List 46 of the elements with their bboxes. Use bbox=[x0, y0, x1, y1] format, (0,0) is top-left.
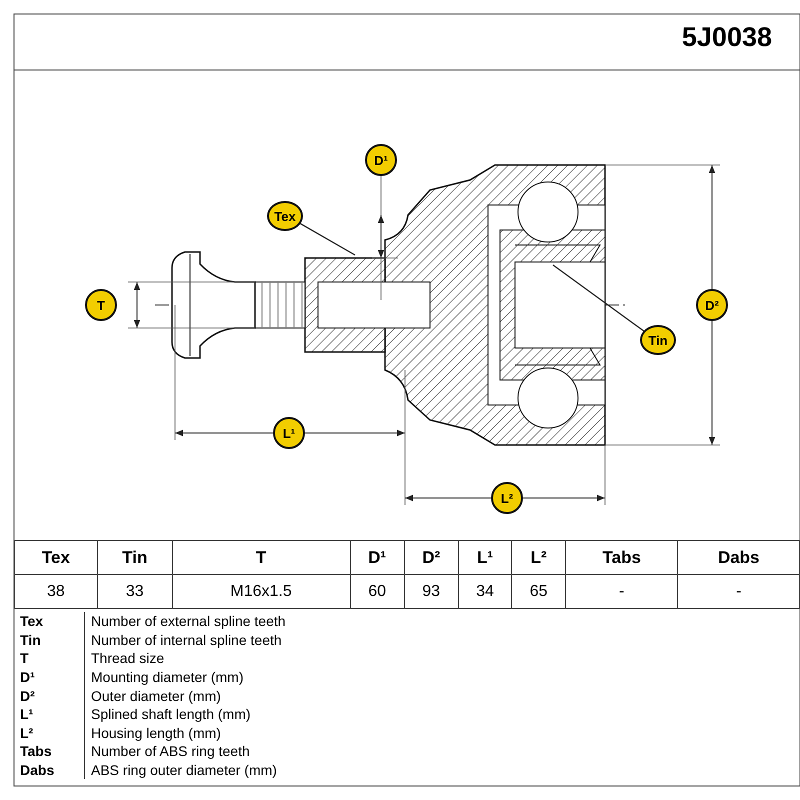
key-term: D² bbox=[14, 686, 84, 705]
key-description: ABS ring outer diameter (mm) bbox=[84, 760, 800, 780]
table-value: 38 bbox=[14, 574, 98, 608]
key-term: L² bbox=[14, 724, 84, 742]
key-description: Mounting diameter (mm) bbox=[84, 668, 800, 686]
dimension-label: L¹ bbox=[273, 417, 305, 449]
key-term: Dabs bbox=[14, 760, 84, 780]
table-header: L² bbox=[512, 540, 566, 574]
key-term: Tin bbox=[14, 630, 84, 650]
table-value: 93 bbox=[404, 574, 458, 608]
table-header: T bbox=[172, 540, 350, 574]
table-header: Tabs bbox=[565, 540, 678, 574]
key-term: Tabs bbox=[14, 742, 84, 761]
key-term: L¹ bbox=[14, 704, 84, 724]
key-description: Splined shaft length (mm) bbox=[84, 704, 800, 724]
key-term: Tex bbox=[14, 612, 84, 631]
table-value: - bbox=[678, 574, 800, 608]
dimension-label: T bbox=[85, 289, 117, 321]
table-header: L¹ bbox=[458, 540, 512, 574]
dimension-label: D¹ bbox=[365, 144, 397, 176]
dimension-label: D² bbox=[696, 289, 728, 321]
table-value: 65 bbox=[512, 574, 566, 608]
table-value: - bbox=[565, 574, 678, 608]
part-number: 5J0038 bbox=[682, 22, 772, 53]
callout-label: Tin bbox=[640, 325, 676, 355]
table-value: 34 bbox=[458, 574, 512, 608]
leader-line bbox=[300, 222, 356, 256]
key-description: Number of internal spline teeth bbox=[84, 630, 800, 650]
table-value: M16x1.5 bbox=[172, 574, 350, 608]
callout-label: Tex bbox=[267, 201, 303, 231]
key-description: Number of ABS ring teeth bbox=[84, 742, 800, 761]
table-header: Tex bbox=[14, 540, 98, 574]
table-value: 33 bbox=[97, 574, 172, 608]
table-header: Tin bbox=[97, 540, 172, 574]
key-term: D¹ bbox=[14, 668, 84, 686]
key-term: T bbox=[14, 649, 84, 668]
dimension-label: L² bbox=[491, 482, 523, 514]
table-header: Dabs bbox=[678, 540, 800, 574]
key-description: Thread size bbox=[84, 649, 800, 668]
key-description: Number of external spline teeth bbox=[84, 612, 800, 631]
table-header: D¹ bbox=[350, 540, 404, 574]
leader-line bbox=[552, 264, 645, 332]
table-header: D² bbox=[404, 540, 458, 574]
key-description: Outer diameter (mm) bbox=[84, 686, 800, 705]
table-value: 60 bbox=[350, 574, 404, 608]
key-description: Housing length (mm) bbox=[84, 724, 800, 742]
